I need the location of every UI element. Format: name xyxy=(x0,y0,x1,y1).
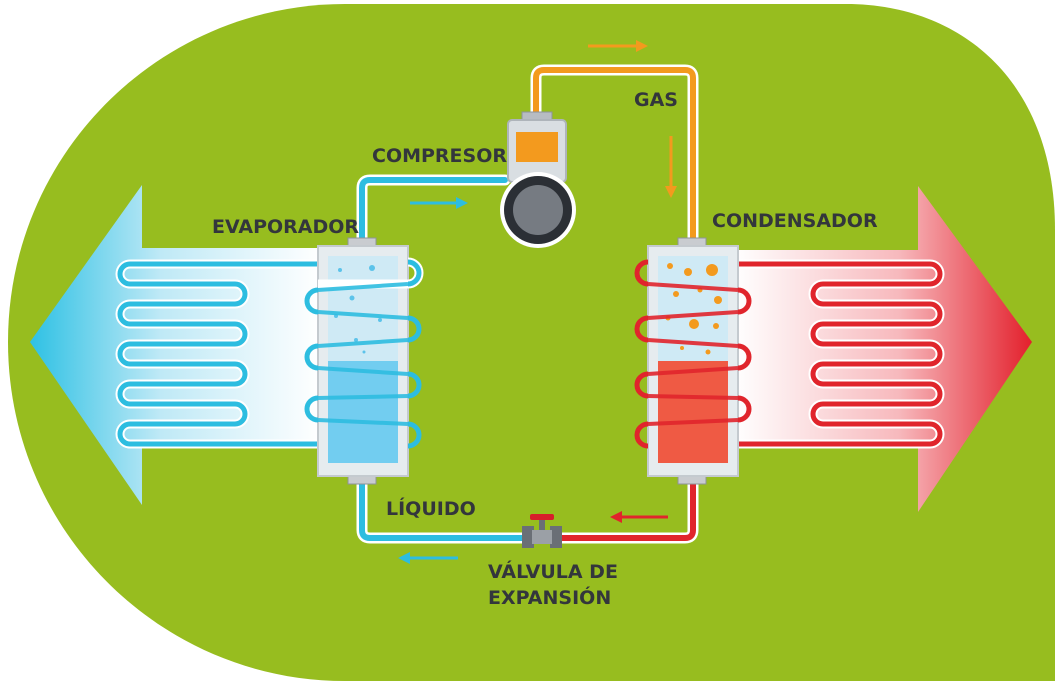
label-valve-line2: EXPANSIÓN xyxy=(488,585,611,609)
evaporator-bubbles xyxy=(334,265,388,354)
background-shape xyxy=(8,4,1055,681)
label-condenser: CONDENSADOR xyxy=(712,210,878,232)
pipe-condenser-to-valve xyxy=(554,472,699,544)
evaporator-tank xyxy=(304,237,424,485)
label-gas: GAS xyxy=(634,89,678,111)
flow-arrow-to-compressor xyxy=(410,197,468,209)
pipe-evaporator-to-compressor xyxy=(356,174,511,251)
condenser-bubbles xyxy=(665,263,722,355)
condenser-tank xyxy=(634,237,752,485)
flow-arrow-liquid-hot xyxy=(610,511,668,523)
pipe-gas-to-condenser xyxy=(530,64,699,246)
label-valve-line1: VÁLVULA DE xyxy=(488,560,618,583)
pipe-valve-to-evaporator xyxy=(356,472,536,544)
expansion-valve xyxy=(522,514,562,548)
label-liquid: LÍQUIDO xyxy=(386,497,476,520)
flow-arrow-gas-down xyxy=(665,136,677,198)
label-evaporator: EVAPORADOR xyxy=(212,216,359,238)
flow-arrow-liquid-cold xyxy=(398,552,458,564)
label-compressor: COMPRESOR xyxy=(372,145,507,167)
flow-arrow-gas-right xyxy=(588,40,648,52)
compressor xyxy=(500,111,576,248)
